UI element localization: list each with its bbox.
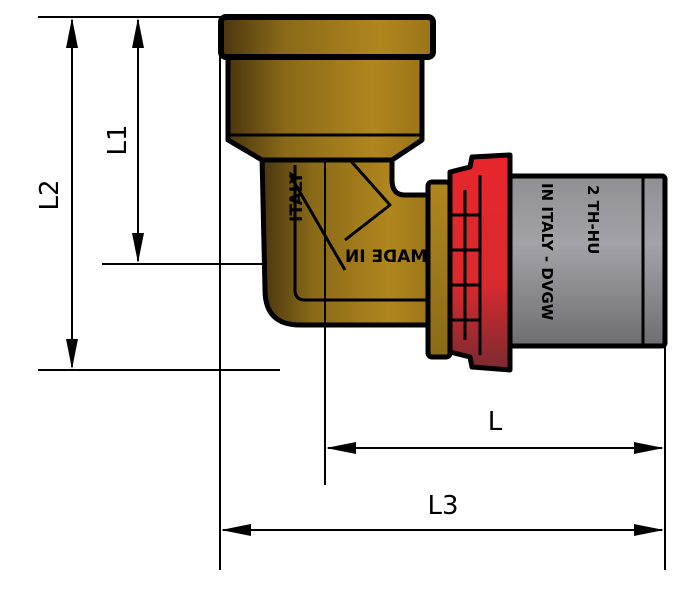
dimension-label-l: L — [488, 407, 503, 437]
fitting-collar — [425, 179, 453, 360]
fitting-socket — [225, 52, 425, 163]
dimension-label-l2: L2 — [35, 179, 65, 210]
body-marking-made-in: MADE IN — [345, 247, 427, 267]
pipe-markings: 2 TH-HU IN ITALY - DVGW — [538, 183, 602, 321]
dimension-arrows — [66, 18, 664, 536]
elbow-fitting — [218, 14, 668, 373]
dimension-label-l1: L1 — [103, 124, 133, 155]
body-markings: ITALY MADE IN — [287, 171, 427, 267]
pipe-marking-1: 2 TH-HU — [584, 185, 602, 254]
fitting-socket-cap — [218, 14, 436, 60]
pipe-sleeve — [507, 173, 668, 349]
dimension-label-l3: L3 — [427, 491, 458, 521]
pipe-marking-2: IN ITALY - DVGW — [538, 183, 556, 321]
body-marking-italy: ITALY — [287, 171, 307, 222]
extension-lines — [38, 16, 666, 570]
